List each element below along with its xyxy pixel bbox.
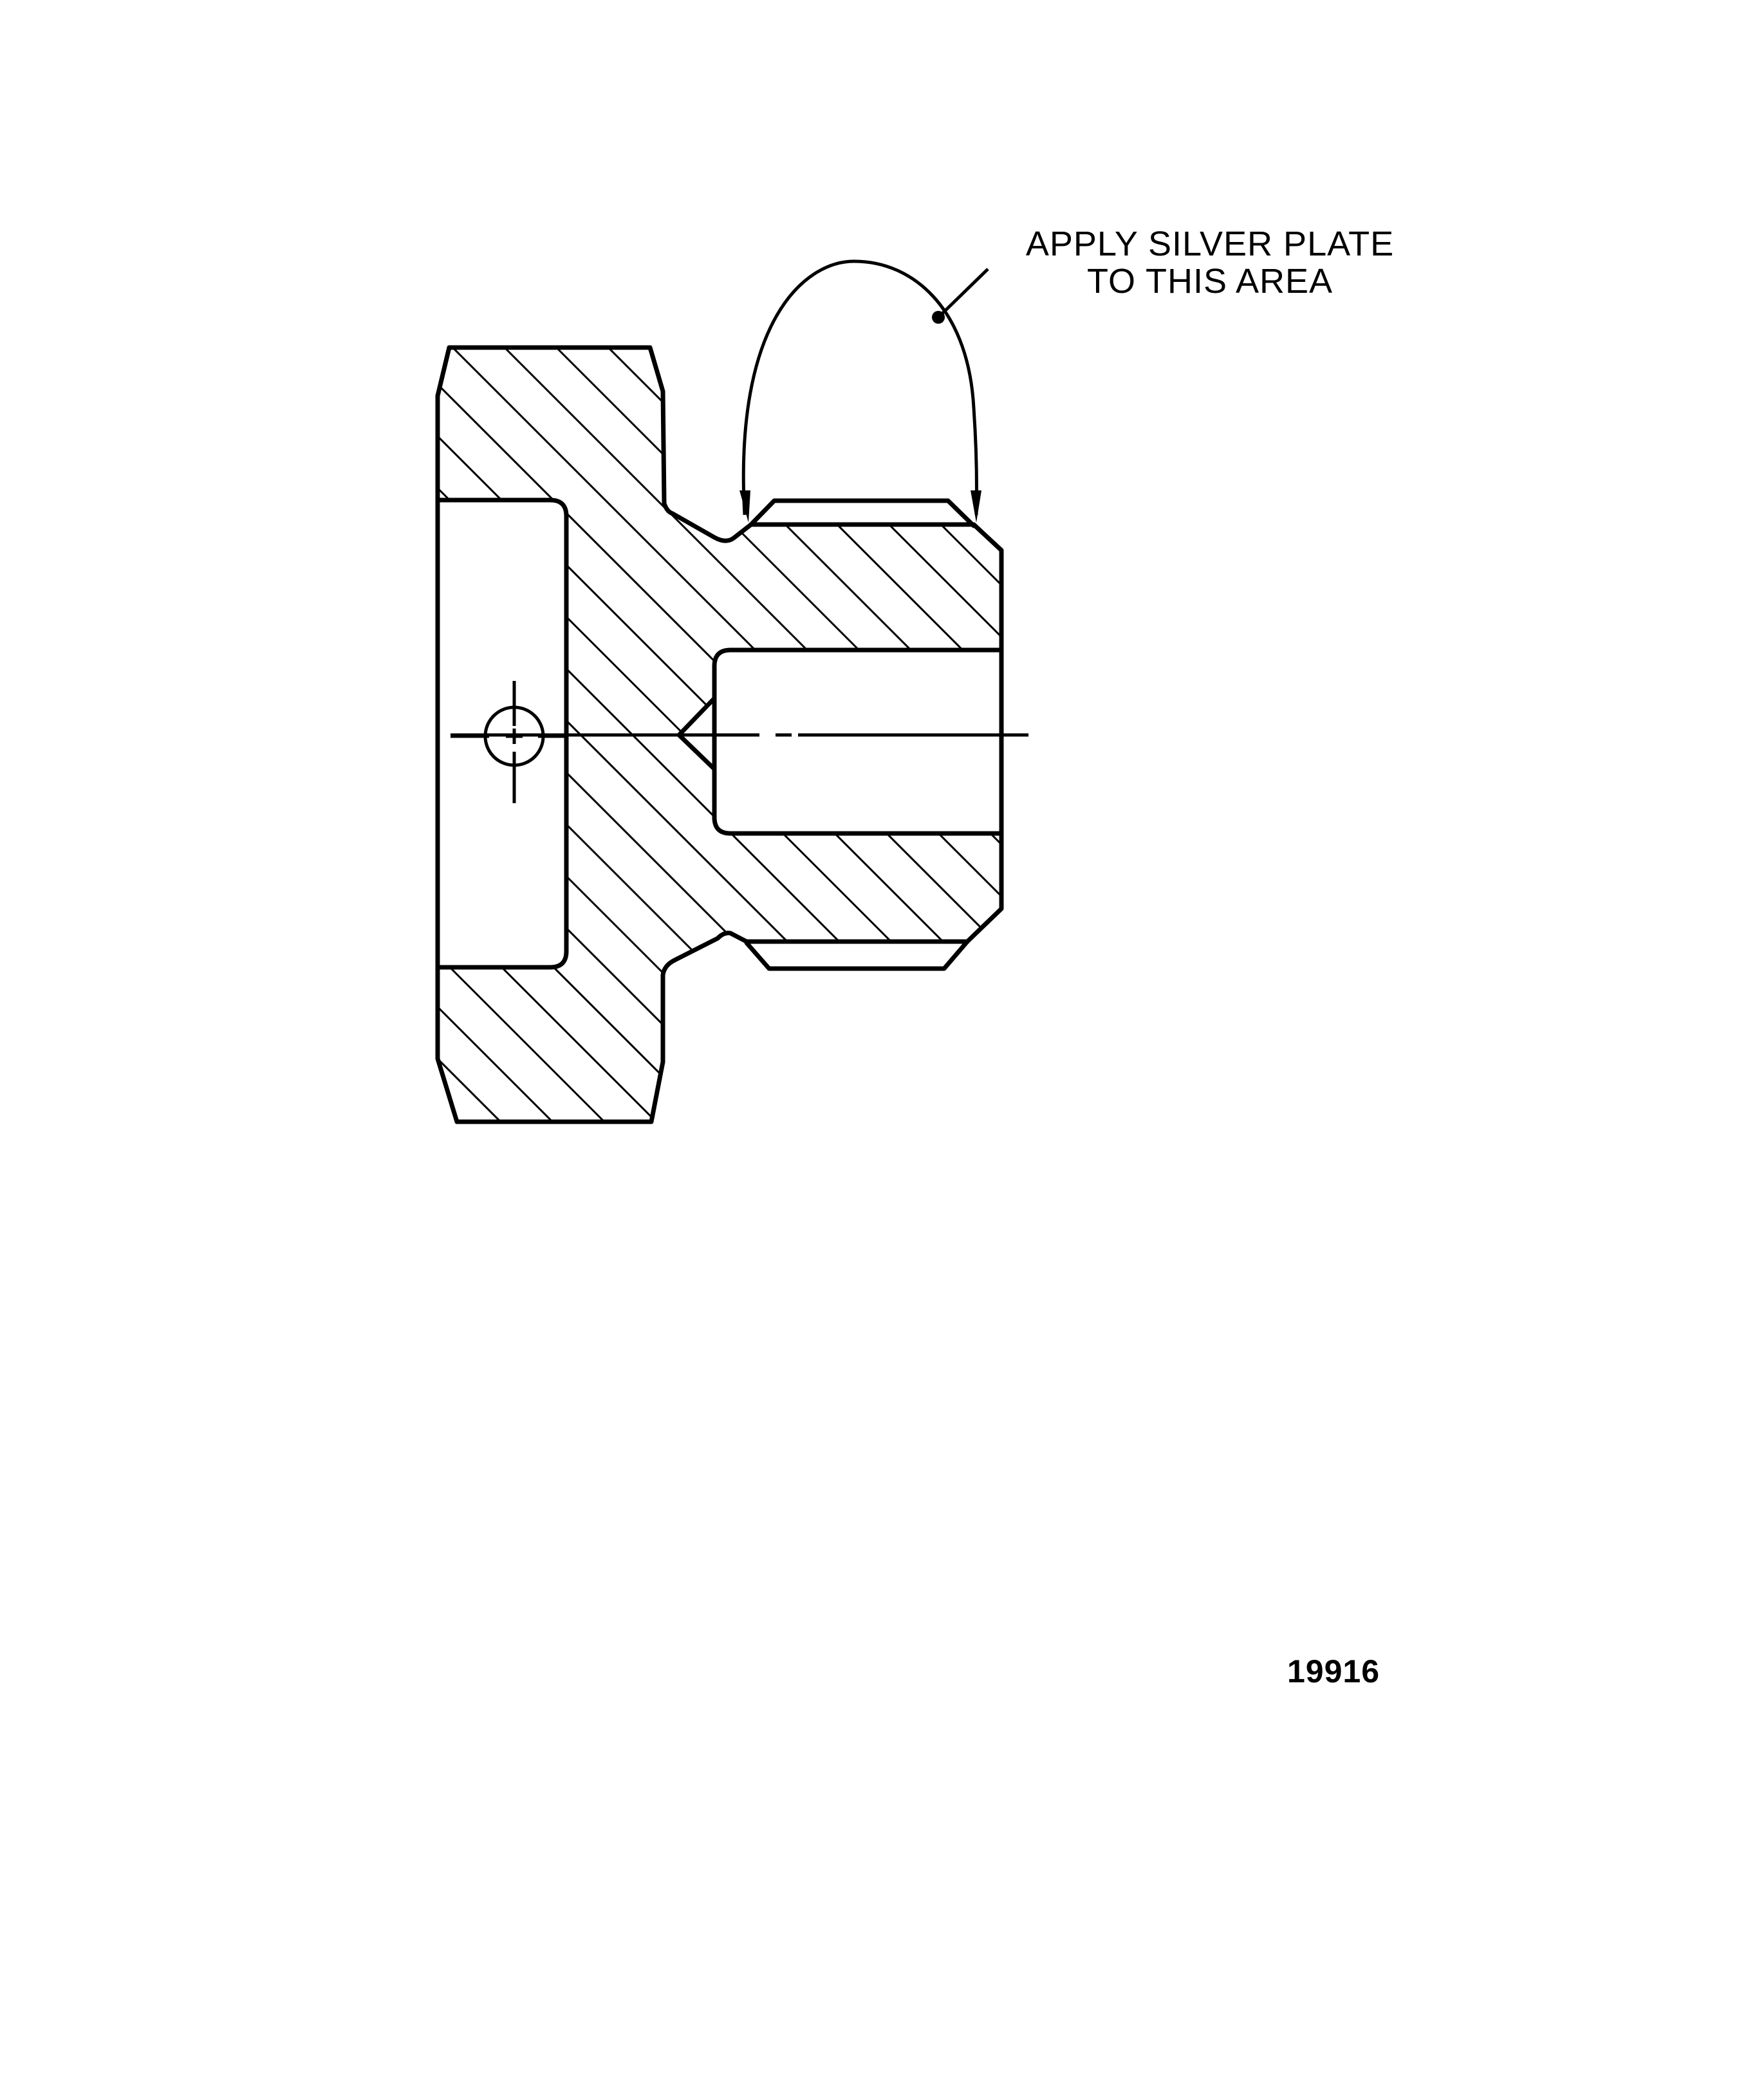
leader-arc	[739, 259, 989, 523]
body-top	[744, 522, 1004, 944]
leader-line	[937, 268, 989, 319]
plating-band-bottom	[744, 939, 970, 971]
plating-note: APPLY SILVER PLATE TO THIS AREA	[1004, 225, 1416, 300]
left-face	[435, 345, 460, 1124]
arrowhead-right-icon	[971, 490, 981, 523]
flange-top	[447, 345, 754, 543]
figure-number: 19916	[1287, 1653, 1380, 1689]
arrowhead-left-icon	[739, 490, 750, 523]
plating-band-top	[748, 498, 976, 528]
section-hatching	[438, 348, 1001, 1122]
plating-note-line-1: APPLY SILVER PLATE	[1025, 225, 1395, 263]
flange-bottom	[454, 931, 749, 1124]
center-mark	[451, 681, 566, 803]
bore	[712, 647, 1004, 836]
plating-note-line-2: TO THIS AREA	[1086, 262, 1334, 301]
